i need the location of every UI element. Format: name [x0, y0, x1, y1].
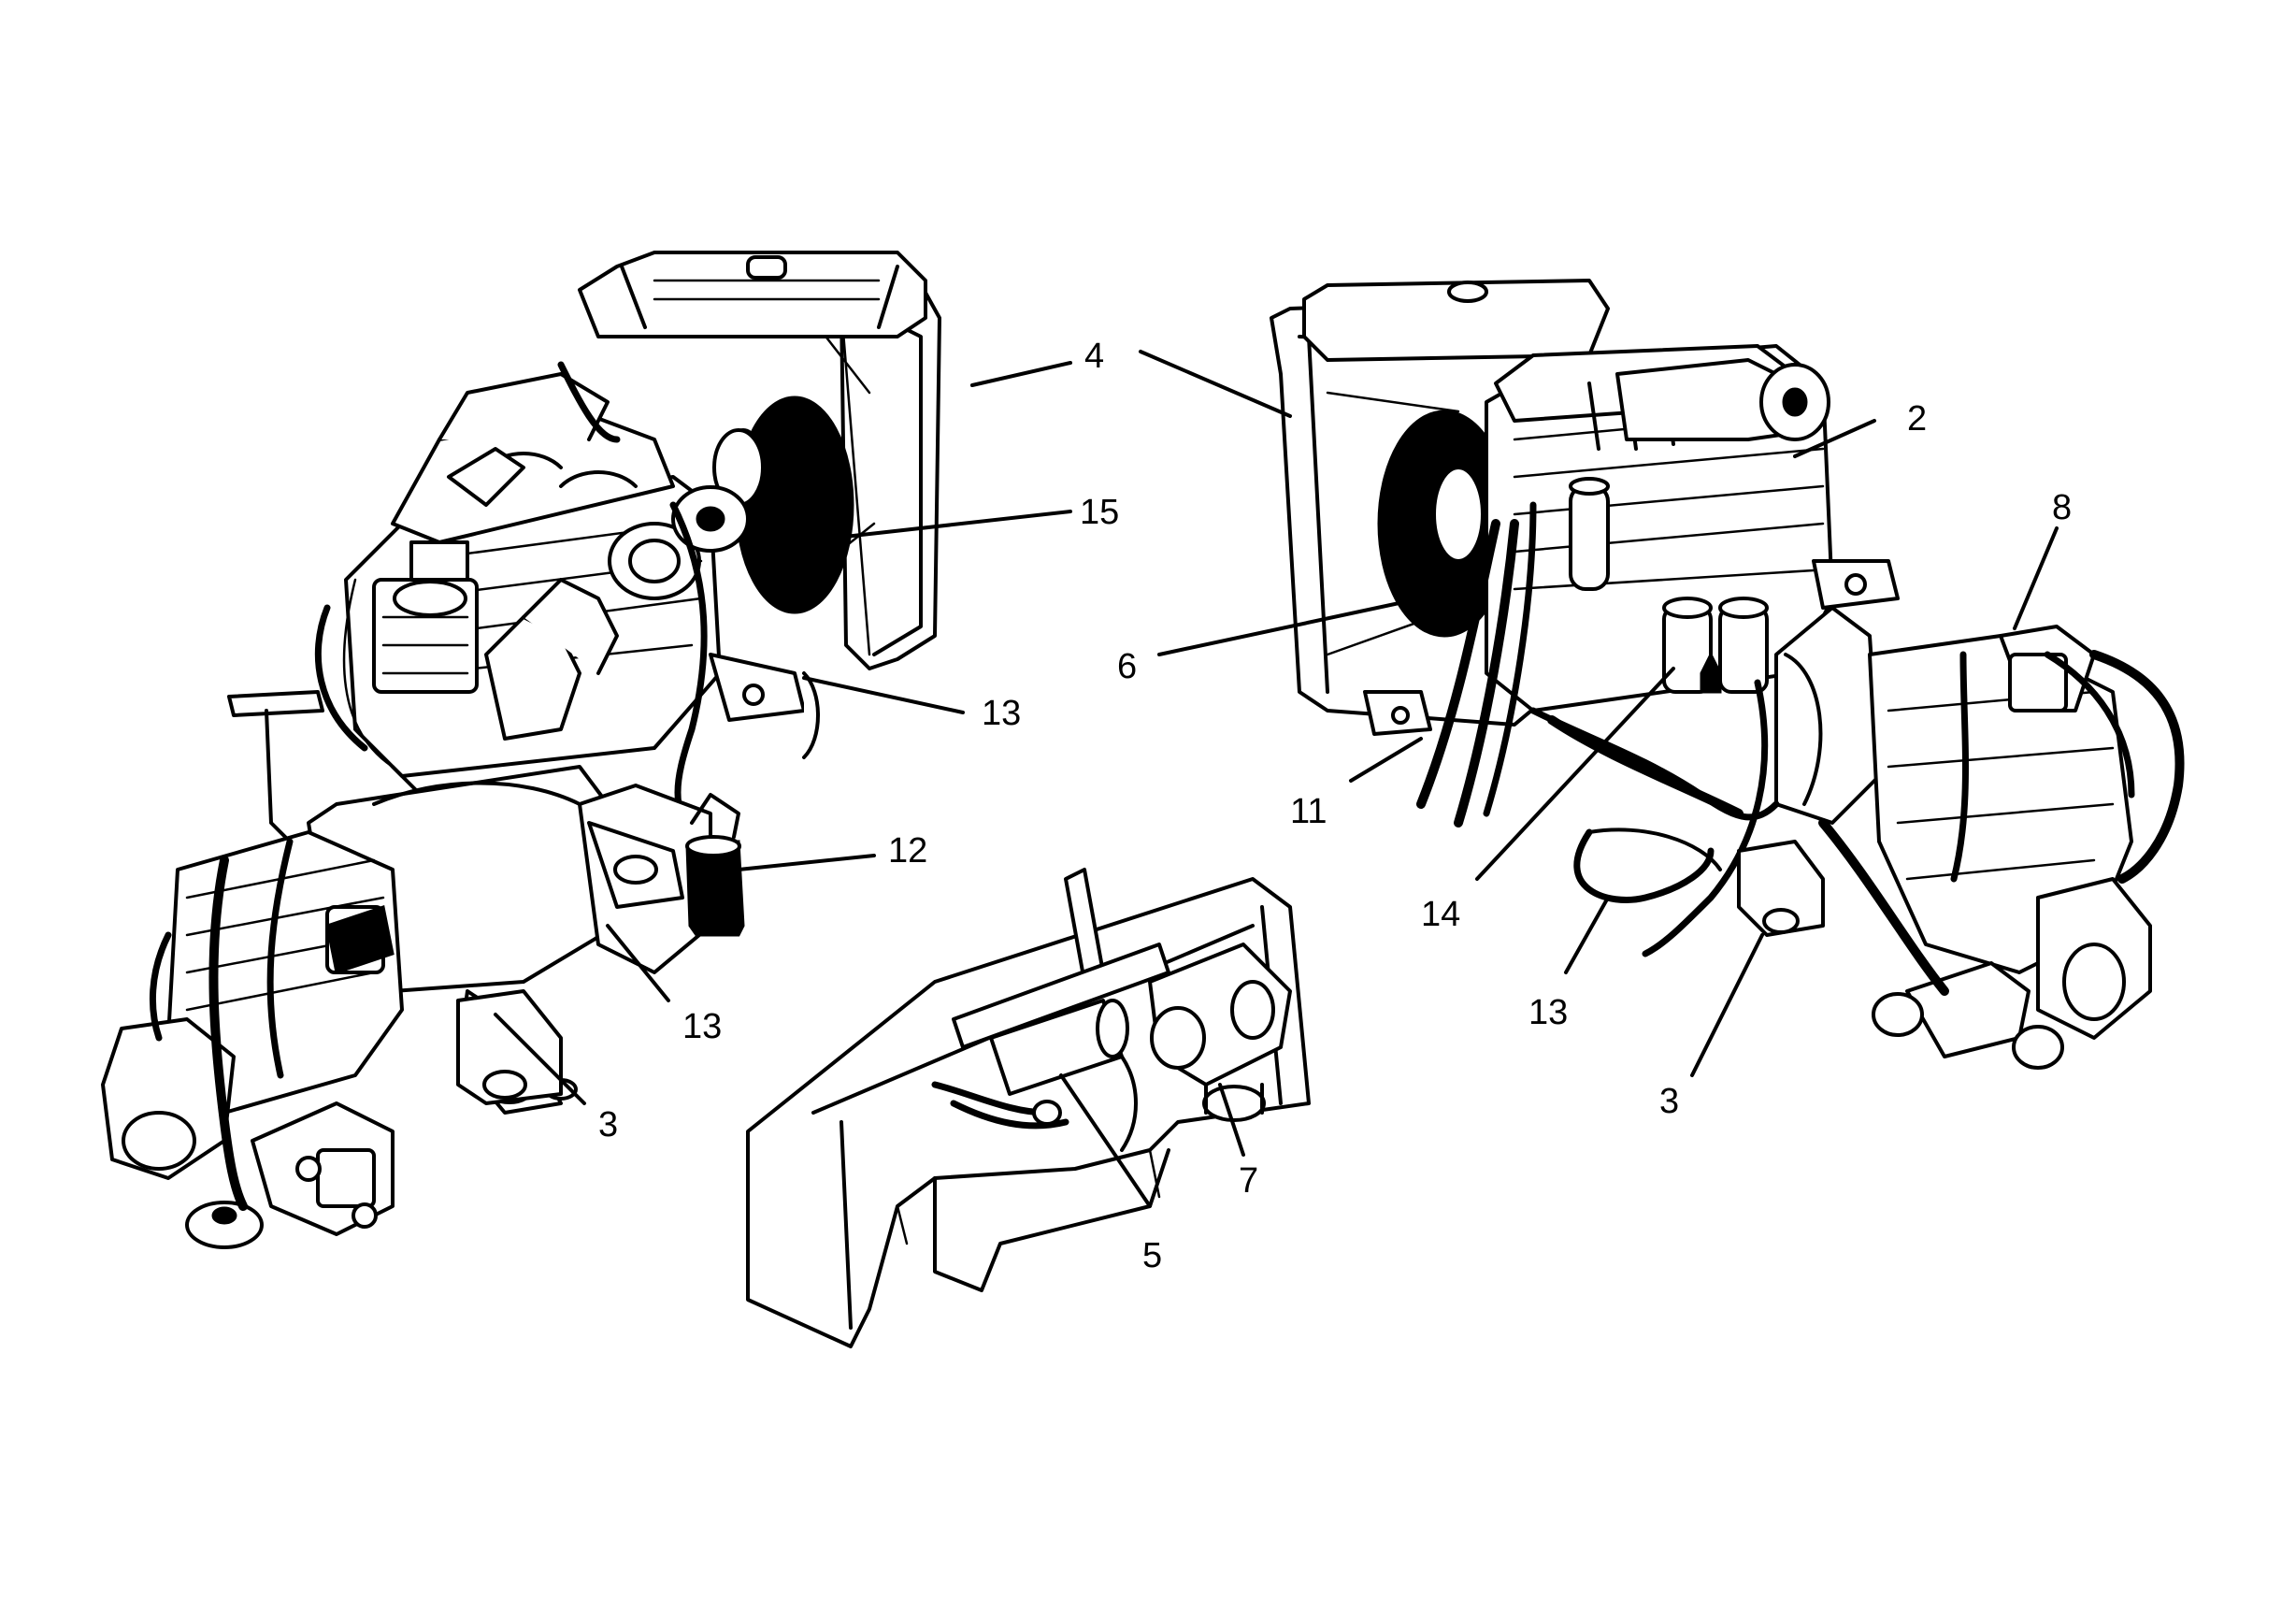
callout-2: 2 [1907, 399, 1927, 439]
left-fan [712, 396, 854, 614]
callout-labels: 4 15 13 12 13 3 2 8 6 11 14 13 3 5 7 [598, 337, 2072, 1275]
callout-4-left: 4 [1084, 337, 1104, 376]
callout-13-left-upper: 13 [982, 694, 1021, 733]
callout-11: 11 [1290, 792, 1327, 831]
left-engine-block [314, 361, 820, 845]
right-hydraulic-pump [1818, 625, 2185, 1070]
right-engine-assembly [1270, 279, 2185, 1070]
left-hydraulic-pump [101, 830, 404, 1249]
right-engine-block [1416, 344, 1900, 957]
left-oil-filter [685, 793, 745, 937]
callout-13-right: 13 [1528, 993, 1568, 1032]
callout-12: 12 [888, 831, 927, 871]
callout-8: 8 [2052, 488, 2072, 527]
leader-lines [494, 350, 2059, 1208]
callout-5: 5 [1142, 1236, 1162, 1275]
right-fan [1377, 410, 1512, 638]
left-engine-assembly [101, 251, 941, 1249]
callout-3-right: 3 [1659, 1082, 1679, 1121]
callout-7: 7 [1239, 1161, 1258, 1201]
callout-13-left-lower: 13 [682, 1007, 722, 1046]
callout-15: 15 [1080, 493, 1119, 532]
callout-6: 6 [1117, 647, 1137, 686]
callout-3-left: 3 [598, 1105, 618, 1144]
center-hood-air-cleaner [746, 868, 1311, 1348]
left-engine-mount [456, 989, 563, 1105]
callout-14: 14 [1421, 895, 1460, 934]
